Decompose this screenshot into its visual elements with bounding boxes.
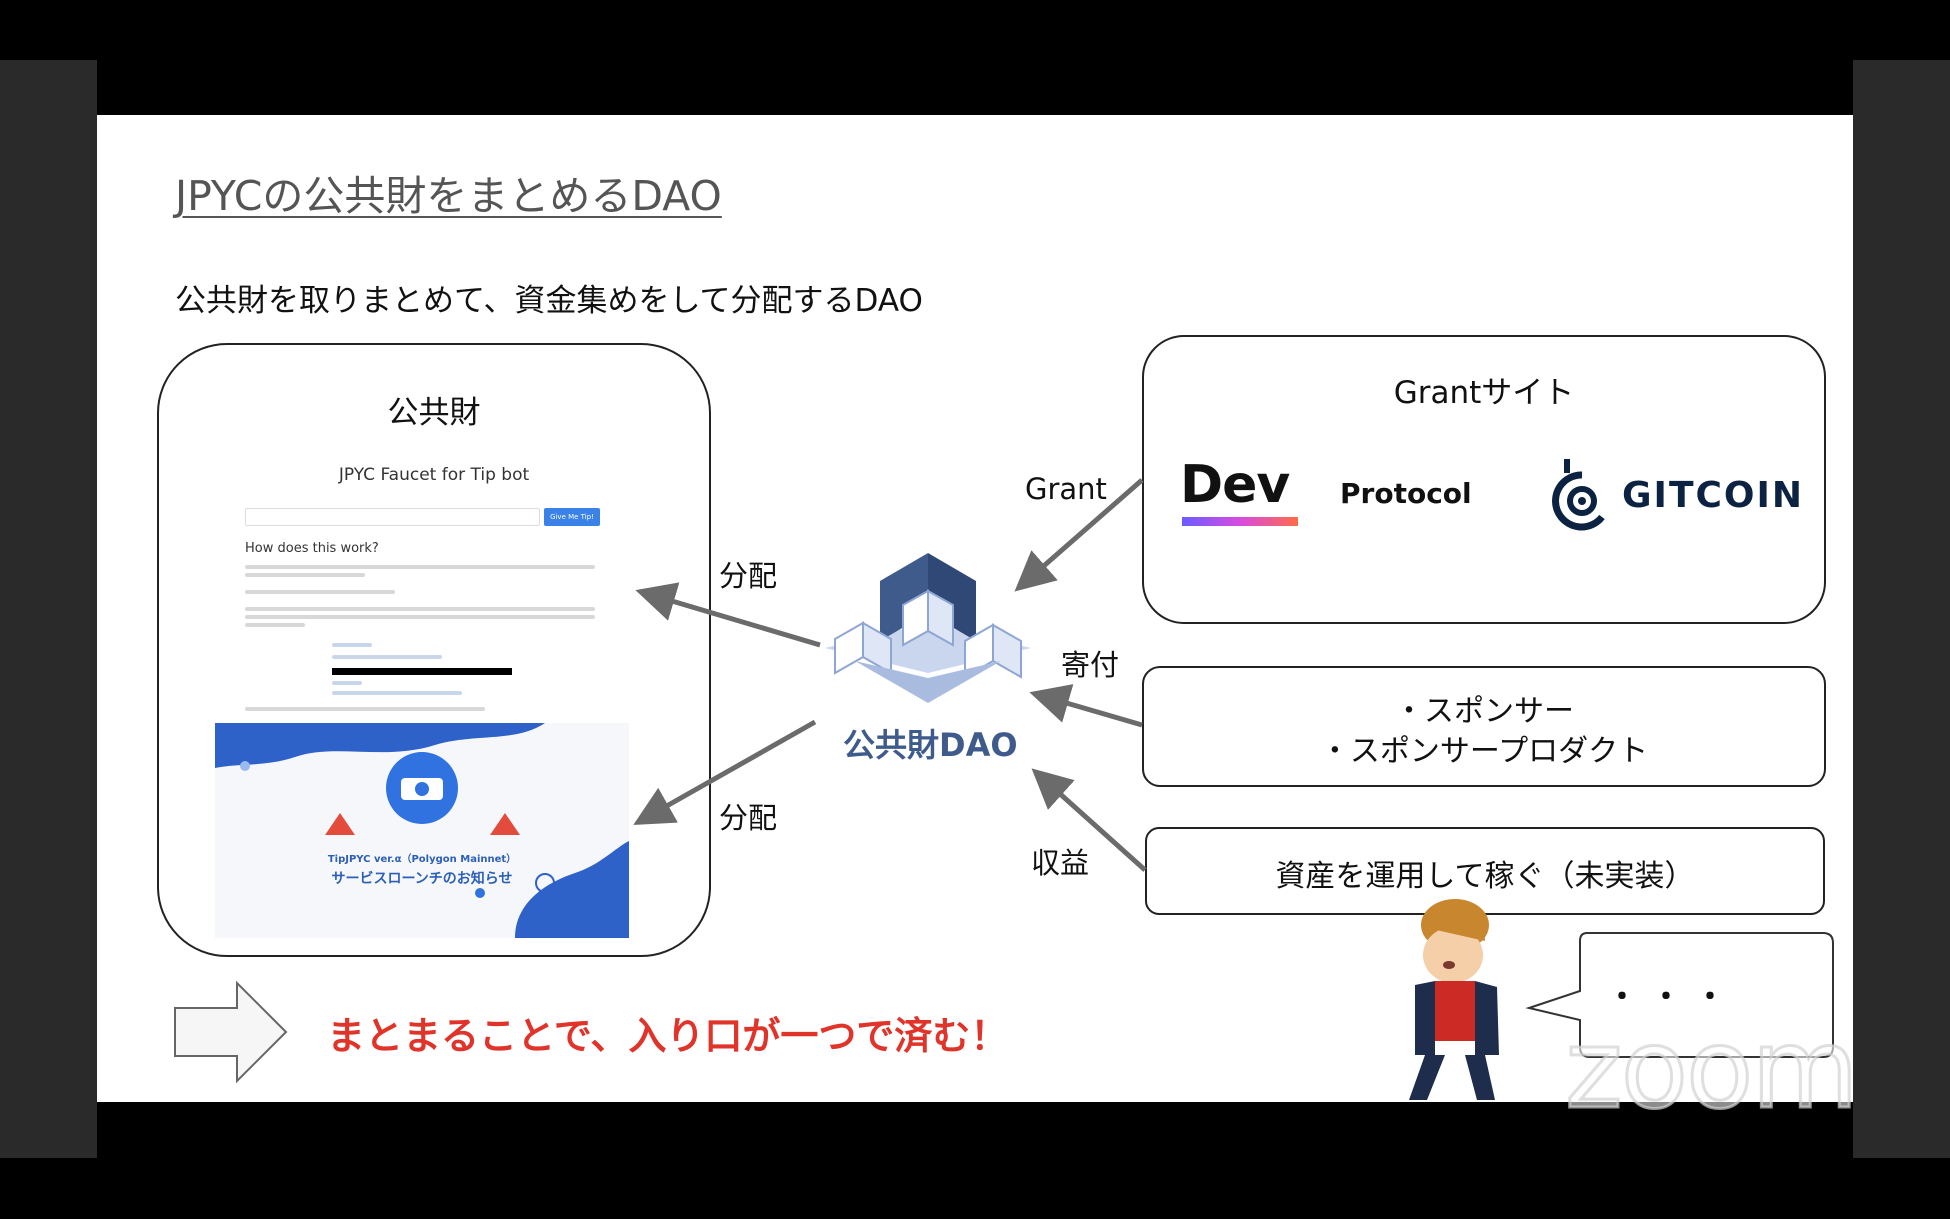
flow-arrows (174, 478, 1834, 1100)
protocol-logo-text: Protocol (1340, 477, 1472, 510)
arrow-dao-to-public-top (635, 582, 821, 648)
faucet-text-line (245, 565, 595, 569)
banner-graphic (215, 723, 629, 938)
presenter-character-icon (1409, 899, 1499, 1100)
faucet-text-line (245, 623, 305, 627)
gitcoin-logo-text: GITCOIN (1622, 475, 1805, 516)
arrow-grant-to-dao (1014, 478, 1144, 592)
grant-sites-title: Grantサイト (1393, 375, 1575, 411)
faucet-text-line (245, 607, 595, 611)
dev-protocol-logo: Dev (1180, 455, 1290, 515)
sponsors-panel: ・スポンサー ・スポンサープロダクト (1142, 666, 1826, 787)
faucet-url-input (245, 508, 540, 526)
faucet-tweet-line (332, 691, 462, 695)
zoom-watermark: zoom (1564, 1004, 1860, 1135)
video-letterbox-right (1853, 60, 1950, 1158)
grant-sites-panel: Grantサイト Dev Protocol GITCOIN (1142, 335, 1826, 624)
faucet-give-button: Give Me Tip! (544, 508, 600, 526)
faucet-tweet-line (332, 681, 362, 685)
callout-arrow-icon (174, 980, 288, 1084)
gitcoin-robot-icon (1552, 459, 1605, 531)
sponsor-line-1: ・スポンサー (1394, 694, 1574, 729)
faucet-text-line (245, 615, 595, 619)
tipjpyc-launch-banner: TipJPYC ver.α（Polygon Mainnet） サービスローンチの… (215, 723, 629, 938)
dao-name: 公共財DAO (843, 726, 1018, 764)
faucet-text-line (245, 573, 365, 577)
faucet-heading: How does this work? (245, 541, 379, 556)
sponsor-line-2: ・スポンサープロダクト (1319, 734, 1649, 769)
speech-bubble-text: ・・・ (1607, 980, 1739, 1015)
label-revenue: 収益 (1031, 846, 1090, 880)
faucet-tweet-line (332, 655, 442, 659)
revenue-text: 資産を運用して稼ぐ（未実装） (1275, 859, 1695, 894)
faucet-text-line (245, 707, 485, 711)
dev-logo-gradient-bar (1182, 517, 1298, 526)
video-letterbox-left (0, 60, 97, 1158)
slide-title: JPYCの公共財をまとめるDAO (175, 172, 722, 220)
faucet-redacted-address (332, 668, 512, 675)
label-grant: Grant (1025, 472, 1107, 506)
presentation-slide: JPYCの公共財をまとめるDAO 公共財を取りまとめて、資金集めをして分配するD… (97, 115, 1853, 1102)
revenue-panel: 資産を運用して稼ぐ（未実装） (1145, 827, 1825, 915)
faucet-title: JPYC Faucet for Tip bot (338, 465, 530, 485)
slide-subtitle: 公共財を取りまとめて、資金集めをして分配するDAO (175, 283, 923, 319)
arrow-donation-to-dao (1029, 684, 1143, 728)
dao-houses-logo-icon (825, 553, 1031, 703)
public-goods-title: 公共財 (387, 395, 481, 431)
banner-title-large: サービスローンチのお知らせ (331, 871, 513, 887)
arrow-revenue-to-dao (1031, 768, 1147, 872)
callout-text: まとまることで、入り口が一つで済む！ (327, 1014, 1009, 1058)
faucet-text-line (245, 590, 395, 594)
banner-title-small: TipJPYC ver.α（Polygon Mainnet） (327, 854, 517, 865)
label-distribute-bottom: 分配 (719, 801, 778, 835)
label-donation: 寄付 (1061, 648, 1120, 682)
label-distribute-top: 分配 (719, 559, 778, 593)
arrow-dao-to-public-bottom (633, 719, 817, 825)
speech-bubble-icon (1525, 932, 1834, 1058)
public-goods-panel: 公共財 JPYC Faucet for Tip bot Give Me Tip!… (157, 343, 711, 957)
faucet-tweet-line (332, 643, 372, 647)
